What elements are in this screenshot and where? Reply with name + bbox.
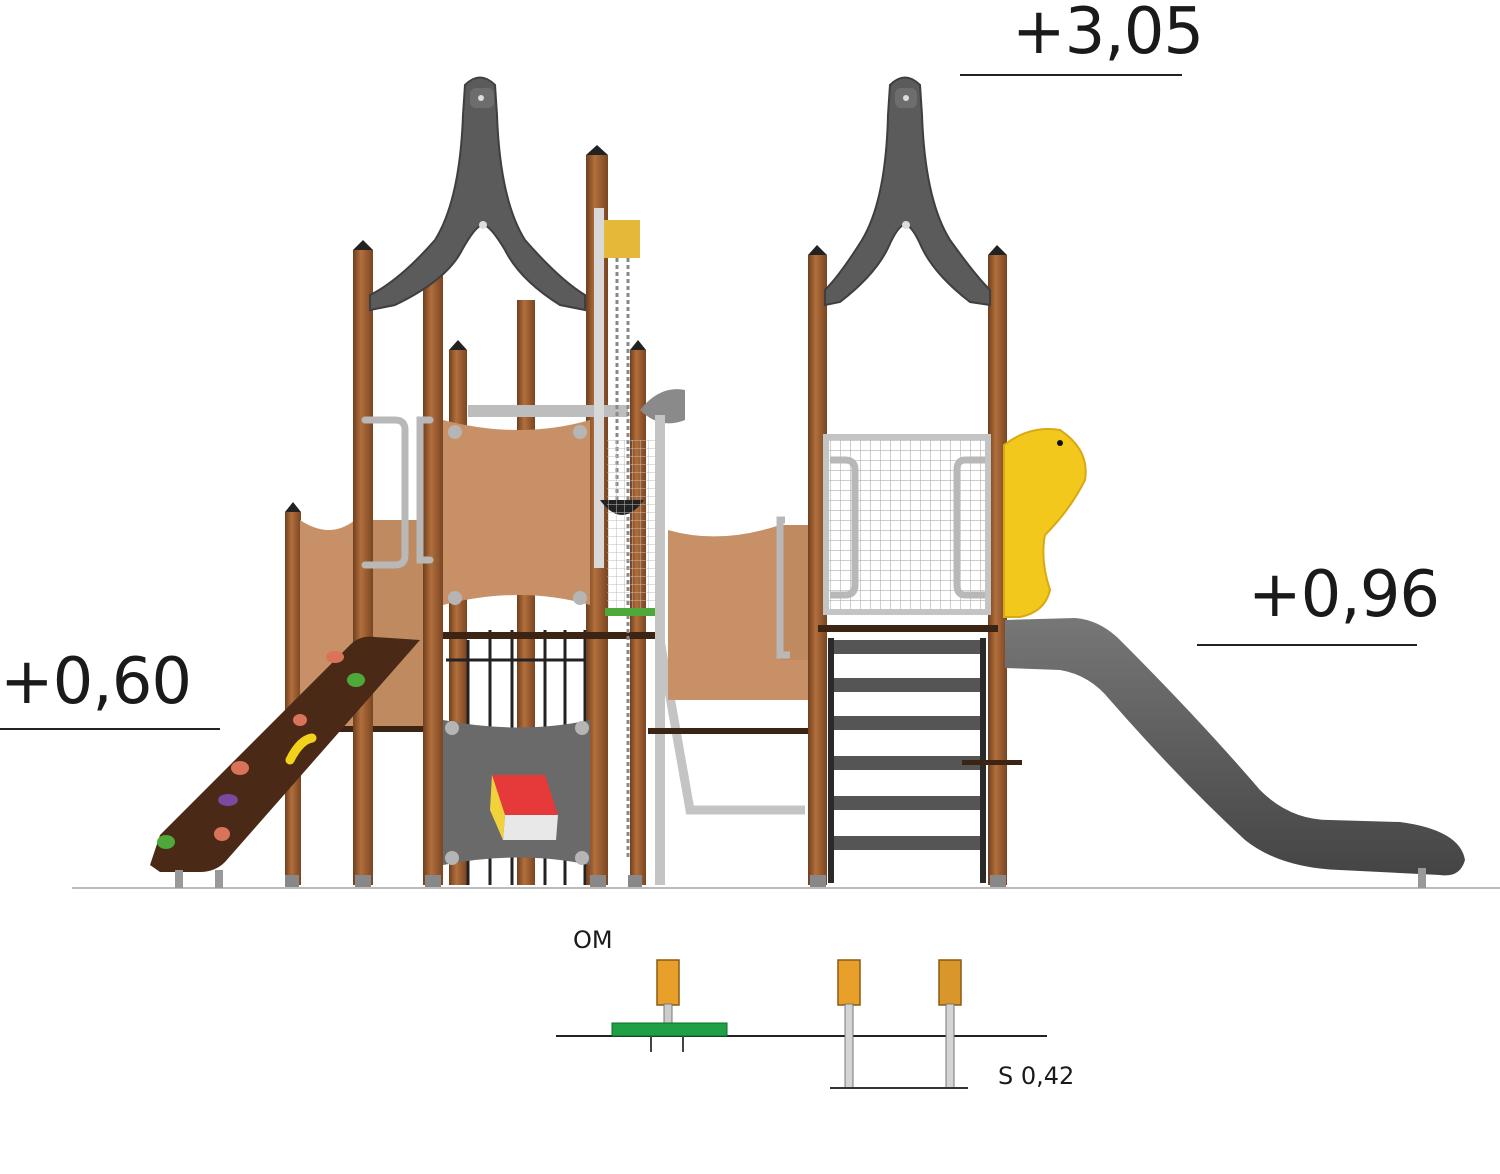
ladder bbox=[828, 638, 1022, 883]
height-label-slide: +0,96 bbox=[1248, 558, 1440, 632]
upper-left-panel bbox=[443, 405, 628, 605]
post-feet bbox=[285, 875, 1006, 887]
height-rule-top bbox=[960, 74, 1182, 76]
center-mesh-column bbox=[605, 440, 660, 616]
s-posts bbox=[830, 959, 968, 1089]
om-label: OM bbox=[573, 926, 613, 954]
toy-slide-icon bbox=[490, 775, 558, 840]
left-handrails bbox=[361, 416, 434, 569]
height-label-top: +3,05 bbox=[1012, 0, 1204, 69]
om-post bbox=[611, 959, 728, 1052]
height-rule-slide bbox=[1197, 644, 1417, 646]
crawl-panel bbox=[443, 720, 590, 865]
middle-panel bbox=[648, 516, 808, 734]
slide-hood bbox=[1003, 428, 1087, 618]
left-roof bbox=[369, 76, 586, 312]
foundation-diagram bbox=[556, 959, 1047, 1089]
height-rule-climb bbox=[0, 728, 220, 730]
height-label-climb: +0,60 bbox=[0, 645, 192, 719]
s-label: S 0,42 bbox=[998, 1062, 1075, 1090]
right-mesh-panel bbox=[818, 434, 998, 632]
left-deck-beam bbox=[443, 632, 658, 639]
right-roof bbox=[824, 76, 991, 307]
right-tower-posts bbox=[808, 245, 1007, 885]
slide bbox=[1005, 618, 1465, 888]
climbing-wall bbox=[150, 636, 420, 888]
